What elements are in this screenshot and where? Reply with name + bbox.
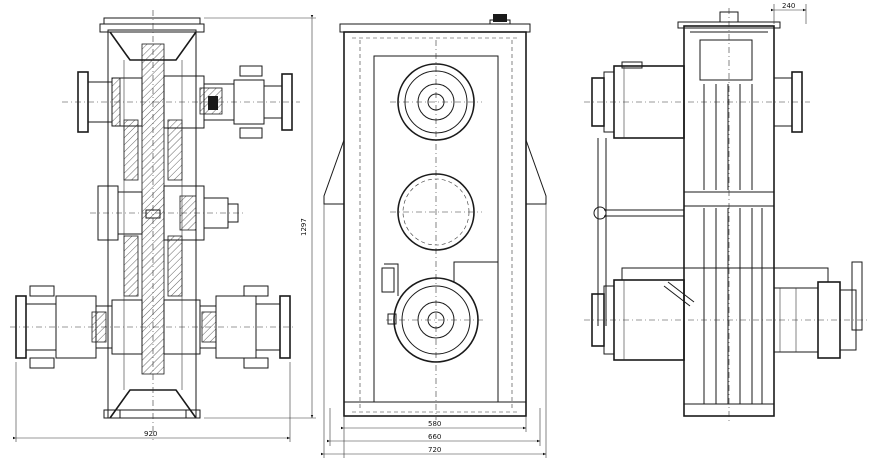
dim-width-total: 920 xyxy=(144,430,157,438)
section-view-dimensions: 920 1297 xyxy=(13,15,316,442)
dim-front-outer: 720 xyxy=(428,446,441,454)
section-view xyxy=(10,10,300,440)
side-view-dimensions: 240 xyxy=(771,2,807,24)
dim-front-inner: 580 xyxy=(428,420,441,428)
dim-side-offset: 240 xyxy=(782,2,795,10)
side-view xyxy=(584,8,870,422)
front-view-dimensions: 580 660 720 xyxy=(321,204,547,458)
dim-height-total: 1297 xyxy=(300,218,308,236)
front-view xyxy=(323,14,547,420)
dim-front-mid: 660 xyxy=(428,433,441,441)
